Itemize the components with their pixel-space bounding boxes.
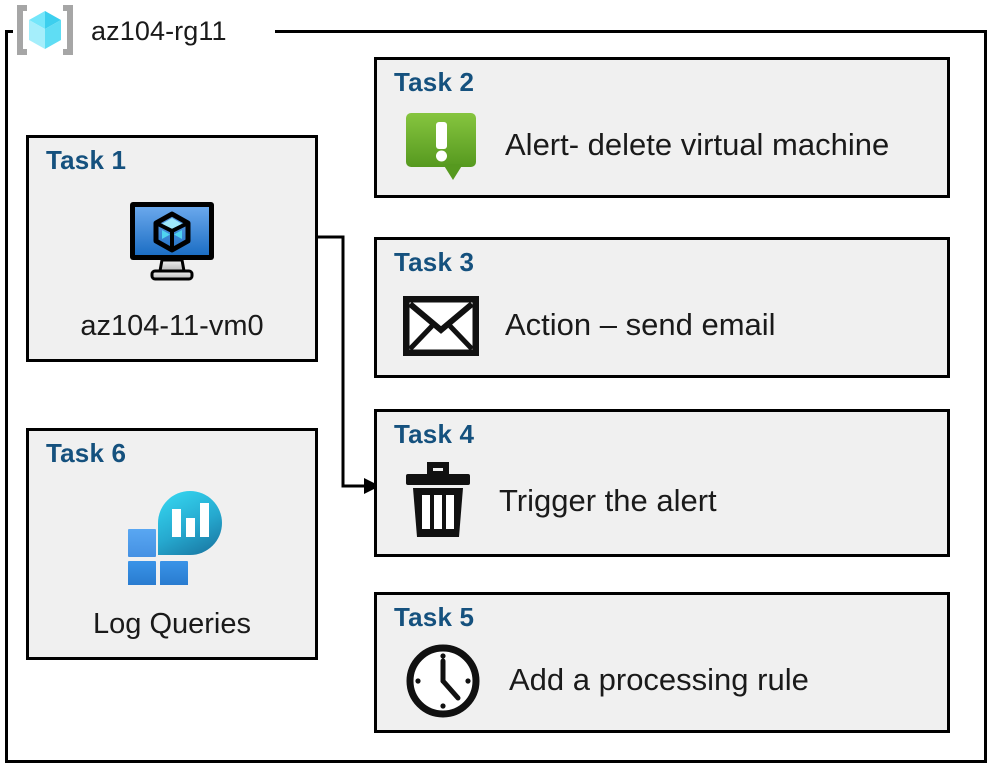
alert-exclamation-icon	[403, 110, 479, 182]
card-task-1[interactable]: Task 1	[26, 135, 318, 362]
resource-group-cube-icon	[13, 2, 77, 58]
card-row-task-3: Action – send email	[403, 286, 933, 365]
card-row-task-2: Alert- delete virtual machine	[403, 106, 933, 185]
card-title-task-1: Task 1	[46, 145, 127, 175]
card-caption-task-4: Trigger the alert	[499, 482, 717, 518]
card-title-task-2: Task 2	[394, 67, 475, 97]
card-task-4[interactable]: Task 4 Trigger the alert	[374, 409, 950, 557]
card-task-2[interactable]: Task 2 Alert- delete virtual machin	[374, 57, 950, 198]
card-caption-task-6: Log Queries	[93, 607, 251, 640]
envelope-icon	[403, 295, 479, 356]
log-analytics-icon-wrap	[29, 485, 315, 585]
virtual-machine-icon	[126, 199, 218, 285]
card-caption-task-5: Add a processing rule	[509, 662, 809, 698]
card-task-5[interactable]: Task 5 Add a processing rule	[374, 592, 950, 733]
card-task-3[interactable]: Task 3 Action – send email	[374, 237, 950, 378]
virtual-machine-icon-wrap	[29, 196, 315, 288]
resource-group-frame-gap	[13, 22, 275, 38]
card-task-6[interactable]: Task 6	[26, 428, 318, 660]
resource-group-header: az104-rg11	[13, 2, 227, 58]
card-caption-task-3: Action – send email	[505, 307, 776, 343]
card-title-task-4: Task 4	[394, 419, 475, 449]
card-title-task-6: Task 6	[46, 438, 127, 468]
trash-bin-icon	[403, 461, 473, 541]
card-caption-task-2: Alert- delete virtual machine	[505, 127, 890, 163]
clock-icon	[403, 641, 483, 721]
card-row-task-4: Trigger the alert	[403, 458, 933, 544]
card-title-task-5: Task 5	[394, 602, 475, 632]
resource-group-frame	[5, 30, 987, 763]
card-row-task-5: Add a processing rule	[403, 641, 933, 720]
resource-group-name: az104-rg11	[91, 15, 227, 46]
card-title-task-3: Task 3	[394, 247, 475, 277]
card-caption-task-1: az104-11-vm0	[80, 309, 264, 342]
log-analytics-icon	[120, 485, 224, 585]
